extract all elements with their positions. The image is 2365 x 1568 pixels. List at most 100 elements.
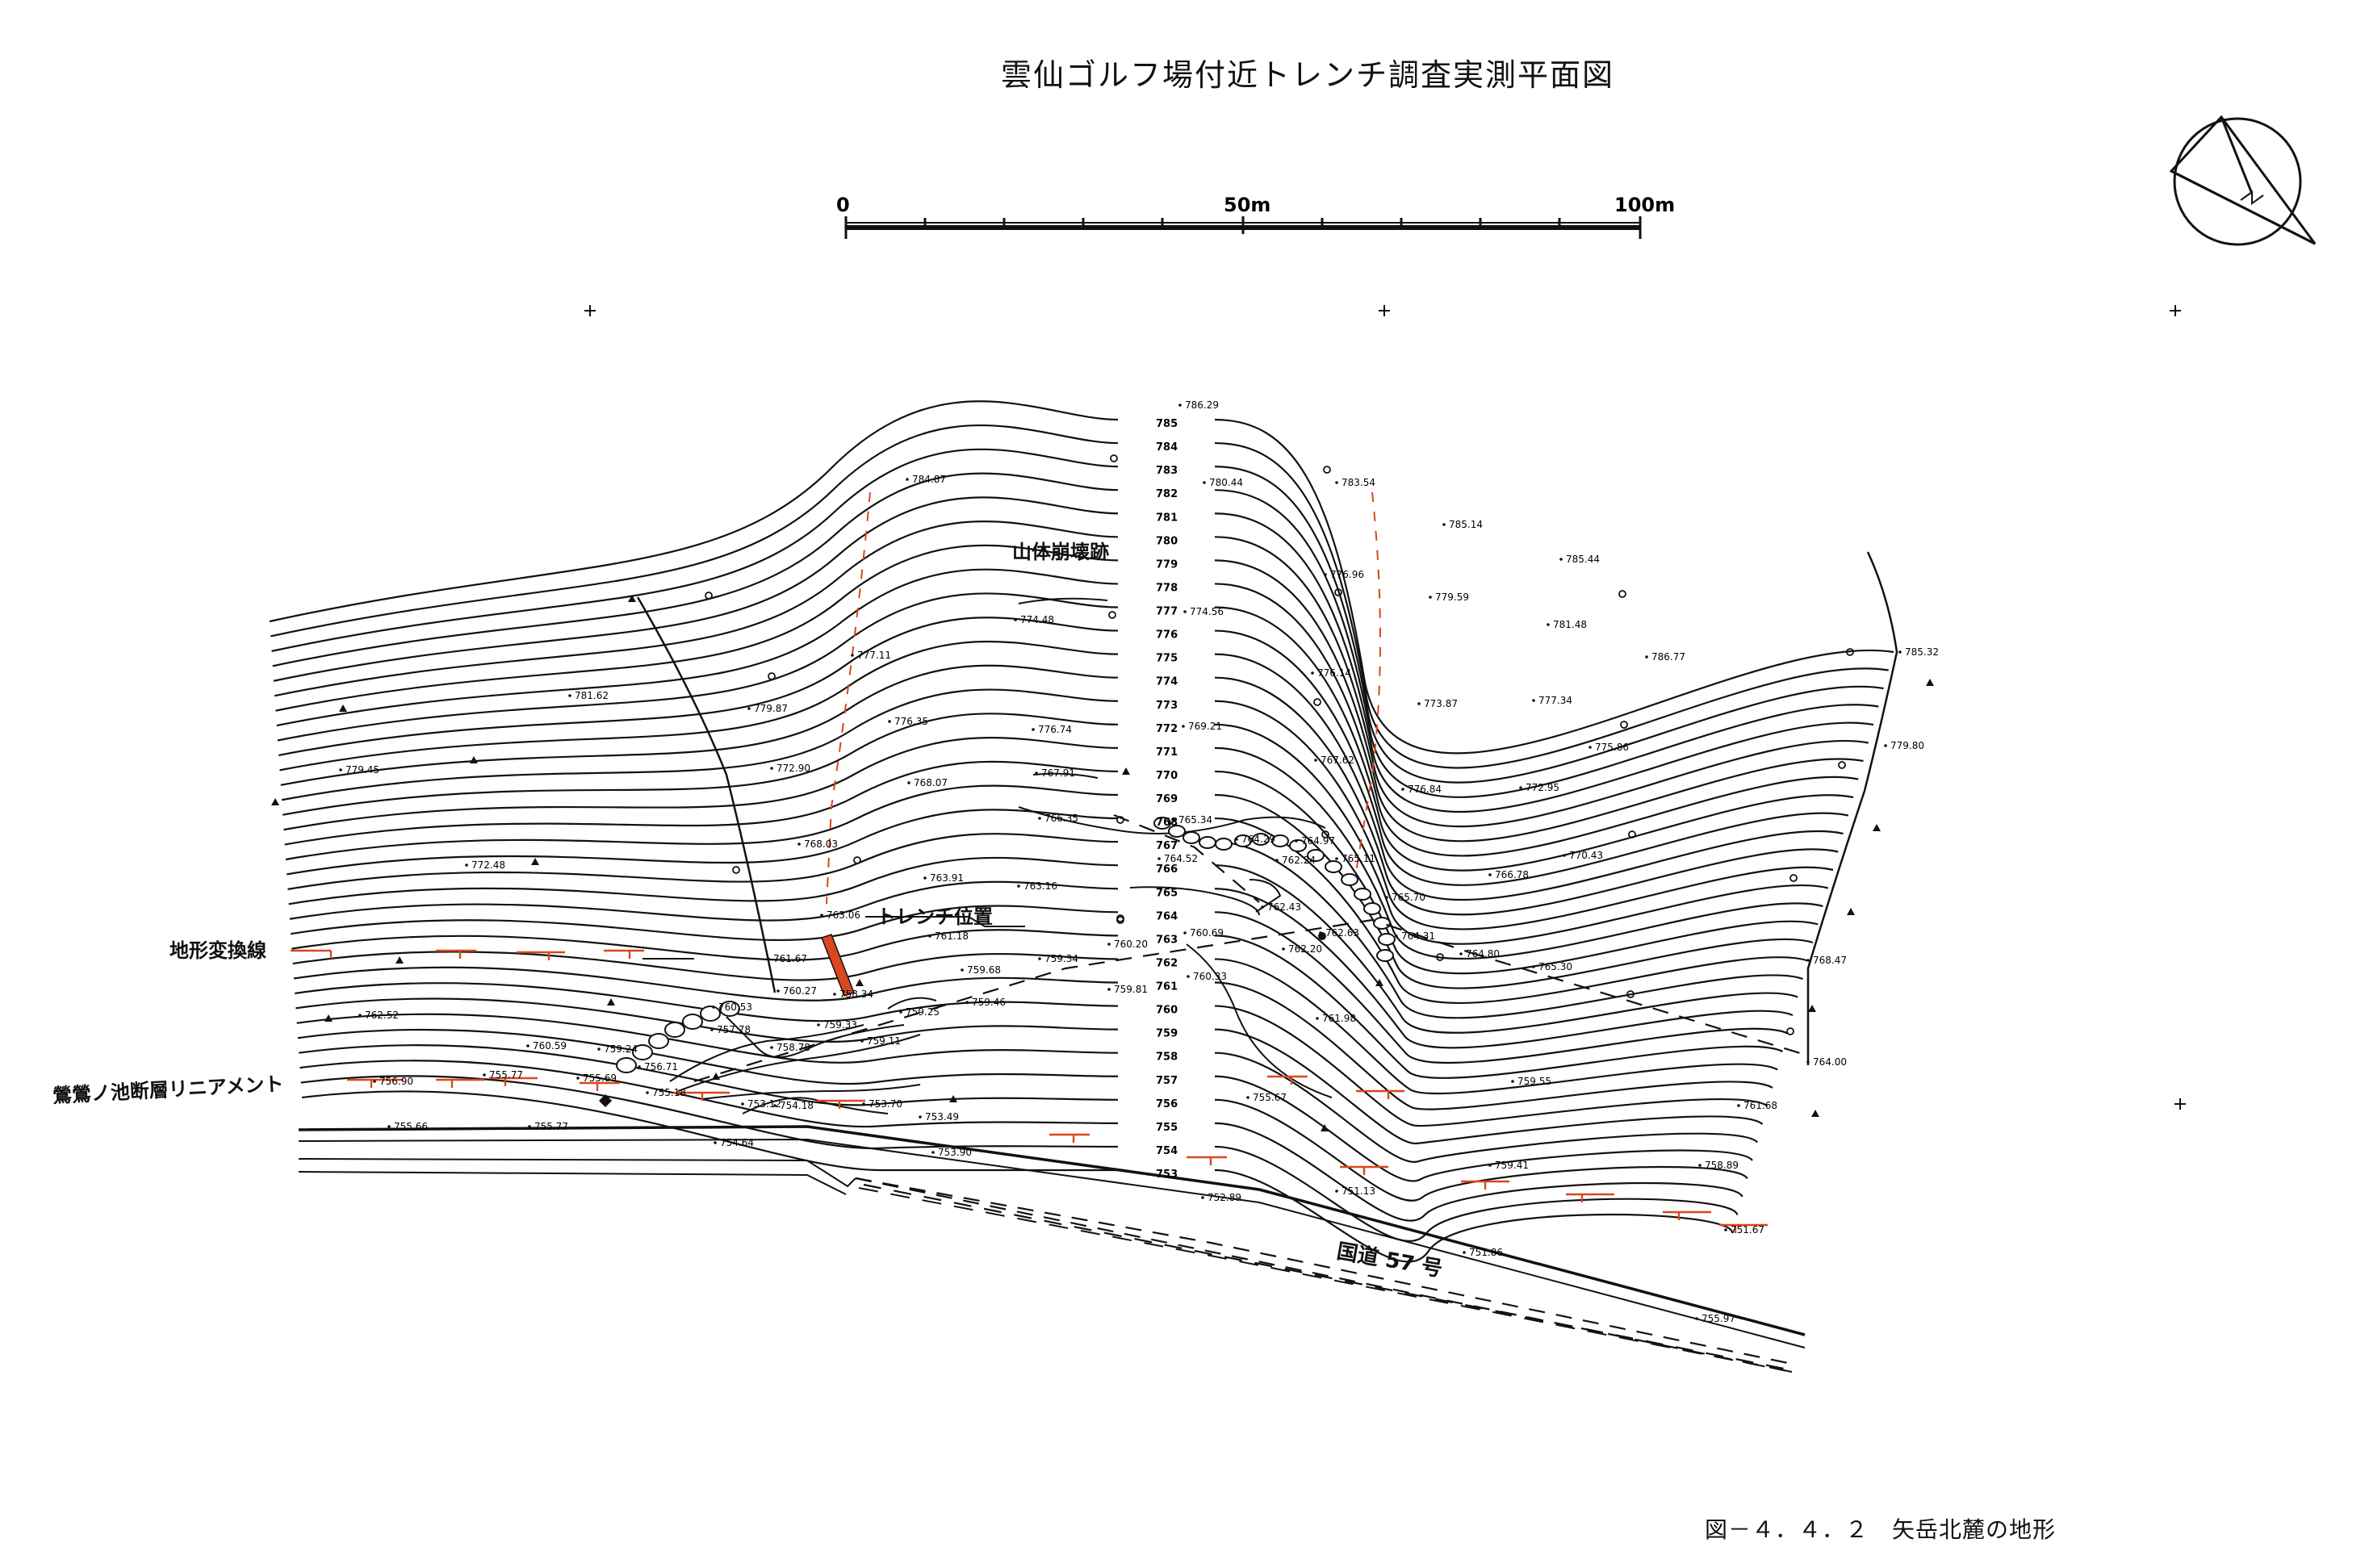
spot-height-dot (1463, 1251, 1466, 1254)
map-title: 雲仙ゴルフ場付近トレンチ調査実測平面図 (1001, 57, 1615, 93)
label-trench-position: トレンチ位置 (877, 905, 993, 928)
scale-label-0: 0 (836, 194, 850, 216)
label-leaders (643, 916, 1025, 960)
contour-line-right (1214, 676, 1839, 916)
spot-height-dot (1107, 988, 1111, 991)
dashed-lines (693, 813, 1809, 1374)
contour-line-right (1214, 911, 1789, 1064)
spot-height-label: 775.86 (1595, 742, 1629, 753)
spot-height-label: 757.78 (717, 1024, 751, 1035)
contour-value-label: 779 (1156, 558, 1178, 571)
terrain-change-line (291, 949, 1768, 1233)
contour-line-right (1214, 606, 1854, 872)
spot-height-dot (1884, 744, 1887, 747)
vegetation-symbols (271, 595, 1934, 1131)
contour-line-right (1214, 441, 1889, 769)
spot-height-dot (1187, 975, 1190, 978)
contour-value-label: 754 (1156, 1145, 1178, 1157)
spot-height-dot (568, 694, 571, 697)
contour-line-left (284, 760, 1119, 846)
spot-height-dot (1442, 523, 1446, 526)
contour-line-right (1214, 1122, 1743, 1222)
collapse-scar-lines (1018, 597, 1333, 1098)
spot-height-dot (1385, 896, 1388, 899)
contour-lines (269, 400, 1894, 1263)
contour-value-label: 772 (1156, 723, 1178, 735)
spot-height-label: 764.52 (1164, 853, 1198, 864)
spot-height-label: 768.47 (1813, 955, 1847, 966)
spot-height-label: 777.11 (857, 650, 891, 661)
contour-line-left (291, 905, 1119, 942)
spot-height-dot (1183, 931, 1187, 935)
contour-value-label: 776 (1156, 629, 1178, 642)
spot-height-dot (1335, 481, 1338, 484)
contour-value-label: 770 (1156, 770, 1178, 782)
contour-line-left (274, 521, 1119, 697)
contour-value-label: 771 (1156, 746, 1178, 759)
spot-height-label: 759.55 (1517, 1076, 1551, 1087)
contour-line-left (276, 568, 1119, 727)
spot-height-dot (1547, 623, 1550, 626)
spot-height-dot (597, 1047, 601, 1051)
spot-height-label: 759.81 (1114, 984, 1148, 995)
spot-height-dot (1261, 905, 1264, 909)
spot-height-label: 762.52 (365, 1010, 399, 1021)
contour-line-right (1214, 958, 1778, 1095)
spot-height-dot (1314, 759, 1317, 762)
spot-height-dot (1589, 746, 1592, 749)
contour-line-right (1214, 583, 1859, 857)
spot-height-label: 786.29 (1185, 399, 1219, 411)
spot-height-label: 751.67 (1731, 1224, 1764, 1236)
spot-height-dot (1401, 788, 1404, 791)
contour-line-left (301, 1090, 1118, 1172)
spot-height-label: 779.87 (754, 703, 788, 714)
spot-height-label: 779.45 (345, 764, 379, 776)
spot-height-label: 755.97 (1702, 1313, 1735, 1324)
spot-height-label: 764.31 (1401, 930, 1435, 942)
contour-line-left (283, 736, 1119, 831)
spot-height-dot (1038, 957, 1041, 960)
contour-line-left (270, 424, 1119, 638)
contour-value-label: 778 (1156, 582, 1178, 594)
spot-height-label: 779.80 (1890, 740, 1924, 751)
spot-height-label: 761.98 (1322, 1013, 1356, 1024)
spot-height-dot (770, 1046, 773, 1049)
contour-line-right (1214, 793, 1814, 989)
spot-height-label: 762.20 (1288, 943, 1322, 955)
contour-line-left (269, 400, 1119, 623)
contour-value-label: 783 (1156, 465, 1178, 477)
contour-line-left (272, 472, 1119, 667)
spot-height-label: 753.49 (925, 1111, 959, 1123)
spot-height-label: 774.56 (1190, 606, 1224, 617)
spot-height-dot (1532, 699, 1535, 702)
contour-value-label: 762 (1156, 957, 1178, 969)
spot-height-label: 759.34 (1044, 953, 1078, 964)
spot-height-dot (1488, 873, 1492, 876)
spot-height-dot (862, 1102, 865, 1106)
spot-height-dot (1532, 965, 1535, 968)
contour-value-label: 777 (1156, 606, 1178, 618)
spot-height-dot (528, 1125, 531, 1128)
spot-height-label: 751.86 (1469, 1247, 1503, 1258)
contour-value-label: 758 (1156, 1052, 1178, 1064)
spot-height-dot (1311, 671, 1314, 675)
spot-height-dot (1335, 857, 1338, 860)
contour-line-right (1214, 981, 1773, 1110)
spot-height-label: 777.34 (1538, 695, 1572, 706)
contour-line-left (271, 448, 1119, 652)
spot-height-label: 758.78 (776, 1042, 810, 1053)
contour-line-right (1214, 723, 1829, 945)
spot-height-dot (820, 914, 823, 917)
contour-line-left (275, 544, 1119, 712)
spot-height-dot (1282, 947, 1285, 951)
contour-line-right (1214, 1098, 1748, 1202)
contour-line-right (1214, 1028, 1764, 1144)
spot-height-dot (1038, 817, 1041, 820)
register-marks (584, 305, 2186, 1110)
spot-height-dot (638, 1065, 641, 1068)
contour-line-left (278, 617, 1119, 757)
spot-height-dot (1235, 838, 1238, 841)
contour-line-right (1214, 864, 1798, 1034)
